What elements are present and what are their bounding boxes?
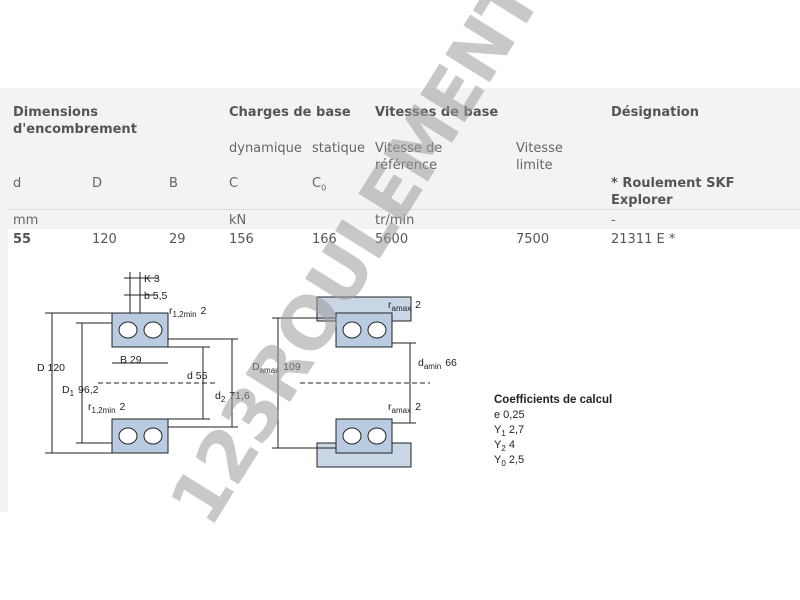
value-designation[interactable]: 21311 E * bbox=[611, 232, 676, 247]
roller-upper-right bbox=[143, 321, 163, 339]
value-B: 29 bbox=[169, 232, 186, 247]
header-designation: Désignation bbox=[611, 105, 699, 120]
subheader-statique: statique bbox=[312, 141, 366, 156]
header-vitesses: Vitesses de base bbox=[375, 105, 499, 120]
col-d: d bbox=[13, 176, 22, 191]
header-charges: Charges de base bbox=[229, 105, 351, 120]
coefficients-title: Coefficients de calcul bbox=[494, 394, 613, 406]
value-C: 156 bbox=[229, 232, 254, 247]
subheader-vitesse-ref: Vitesse de référence bbox=[375, 141, 443, 173]
divider bbox=[8, 209, 800, 210]
value-d: 55 bbox=[13, 232, 32, 247]
subheader-dynamique: dynamique bbox=[229, 141, 302, 156]
col-C0: C0 bbox=[312, 176, 327, 193]
value-C0: 166 bbox=[312, 232, 337, 247]
unit-dash: - bbox=[611, 213, 616, 228]
roller-upper-left bbox=[118, 321, 138, 339]
label-b: b 5,5 bbox=[144, 290, 168, 302]
value-D: 120 bbox=[92, 232, 117, 247]
coefficient-Y1: Y1 2,7 bbox=[494, 424, 525, 439]
coefficient-e: e 0,25 bbox=[494, 409, 525, 421]
roller-lower-left bbox=[118, 427, 138, 445]
label-B: B 29 bbox=[120, 354, 142, 366]
value-vref: 5600 bbox=[375, 232, 409, 247]
unit-kn: kN bbox=[229, 213, 247, 228]
roller-lower-right bbox=[143, 427, 163, 445]
header-dimensions: Dimensions d'encombrement bbox=[13, 105, 137, 137]
col-D: D bbox=[92, 176, 103, 191]
label-d: d 55 bbox=[187, 370, 208, 382]
label-D: D 120 bbox=[37, 362, 65, 374]
col-C: C bbox=[229, 176, 239, 191]
coefficient-Y2: Y2 4 bbox=[494, 439, 515, 454]
note-roulement: * Roulement SKF Explorer bbox=[611, 176, 735, 208]
col-B: B bbox=[169, 176, 178, 191]
subheader-vitesse-lim: Vitesse limite bbox=[516, 141, 563, 173]
coefficient-Y0: Y0 2,5 bbox=[494, 454, 525, 469]
unit-trmin: tr/min bbox=[375, 213, 415, 228]
label-K: K 3 bbox=[144, 273, 160, 285]
unit-mm: mm bbox=[13, 213, 39, 228]
value-vlim: 7500 bbox=[516, 232, 550, 247]
